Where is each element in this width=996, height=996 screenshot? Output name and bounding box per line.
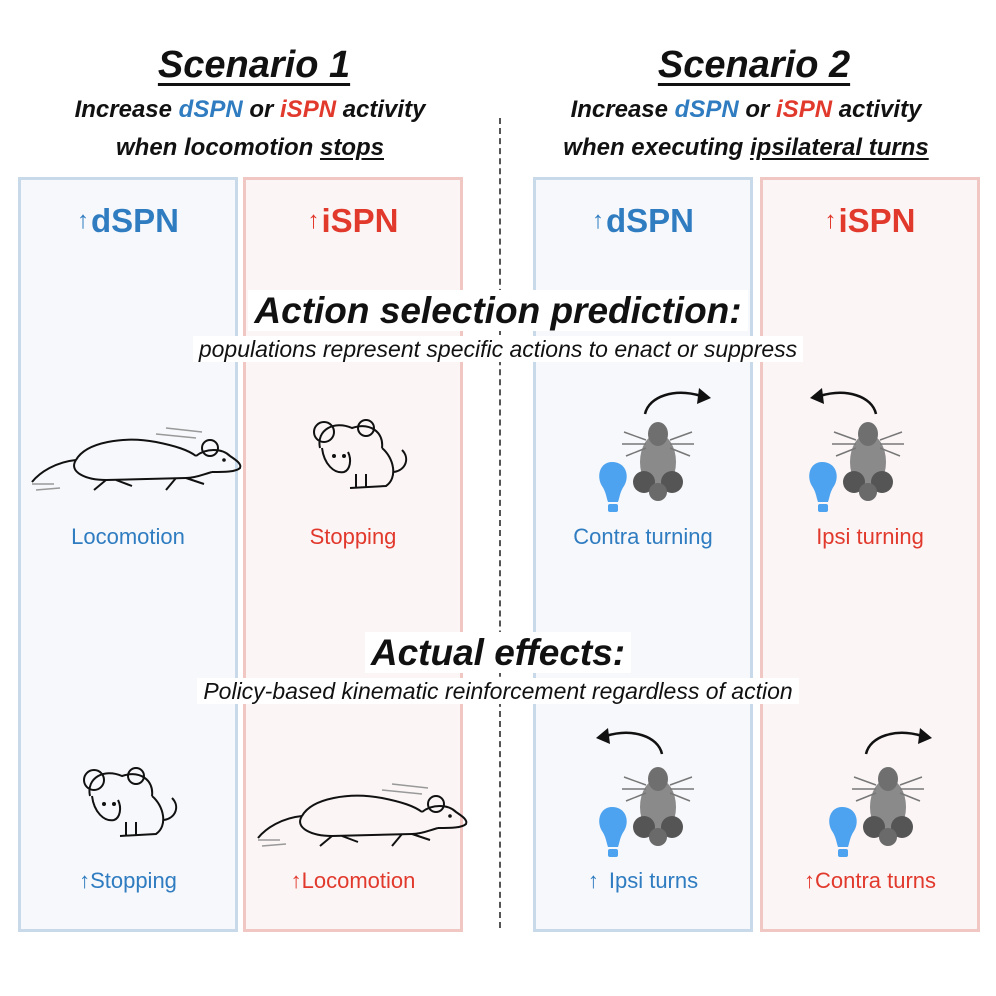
dspn-term: dSPN [178,96,243,123]
effects-band: Actual effects: Policy-based kinematic r… [0,632,996,705]
scenario-divider [499,118,501,928]
effects-subtitle: Policy-based kinematic reinforcement reg… [197,678,799,704]
mouse-top-view-icon [808,421,905,513]
curved-arrow-left-icon [594,726,664,756]
effect-label-s2-ispn: ↑Contra turns [803,868,937,893]
up-arrow-icon: ↑ [307,207,320,234]
up-arrow-icon: ↑ [591,207,604,234]
prediction-subtitle: populations represent specific actions t… [192,336,804,362]
effect-label-s1-ispn: ↑Locomotion [290,868,416,893]
prediction-label-s2-ispn: Ipsi turning [816,524,924,549]
panel-head-s1-dspn: ↑dSPN [76,202,179,239]
scenario2-line1: Increase dSPN or iSPN activity [570,96,922,123]
sitting-mouse-icon [83,767,178,837]
up-arrow-icon: ↑ [803,868,815,893]
panel-head-s2-ispn: ↑iSPN [824,202,916,239]
curved-arrow-right-icon [643,386,713,416]
running-mouse-icon [257,783,468,847]
scenario2-title: Scenario 2 [657,44,851,86]
prediction-band: Action selection prediction: populations… [0,290,996,363]
scenario2-line2: when executing ipsilateral turns [563,134,929,161]
up-arrow-icon: ↑ [79,868,91,893]
prediction-title: Action selection prediction: [248,290,748,331]
panel-head-s2-dspn: ↑dSPN [591,202,694,239]
mouse-top-view-icon [828,766,925,858]
up-arrow-icon: ↑ [290,868,302,893]
curved-arrow-right-icon [864,726,934,756]
up-arrow-icon: ↑ [76,207,89,234]
prediction-label-s1-ispn: Stopping [309,524,397,549]
scenario1-title: Scenario 1 [157,44,351,86]
effects-title: Actual effects: [364,632,632,673]
prediction-label-s1-dspn: Locomotion [71,524,185,549]
effect-label-s1-dspn: ↑Stopping [79,868,177,893]
mouse-top-view-icon [598,766,695,858]
ispn-term: iSPN [776,96,833,123]
mouse-top-view-icon [598,421,695,513]
scenario1-line2: when locomotion stops [115,134,384,161]
sitting-mouse-icon [313,419,408,489]
scenario1-line1: Increase dSPN or iSPN activity [74,96,426,123]
prediction-label-s2-dspn: Contra turning [573,524,713,549]
panel-s1-dspn [18,177,238,932]
effect-label-s2-dspn: ↑Ipsi turns [587,868,699,893]
panel-s2-ispn [760,177,980,932]
ispn-term: iSPN [280,96,337,123]
panel-head-s1-ispn: ↑iSPN [307,202,399,239]
up-arrow-icon: ↑ [587,868,599,893]
curved-arrow-left-icon [808,386,878,416]
up-arrow-icon: ↑ [824,207,837,234]
running-mouse-icon [31,427,242,491]
dspn-term: dSPN [674,96,739,123]
